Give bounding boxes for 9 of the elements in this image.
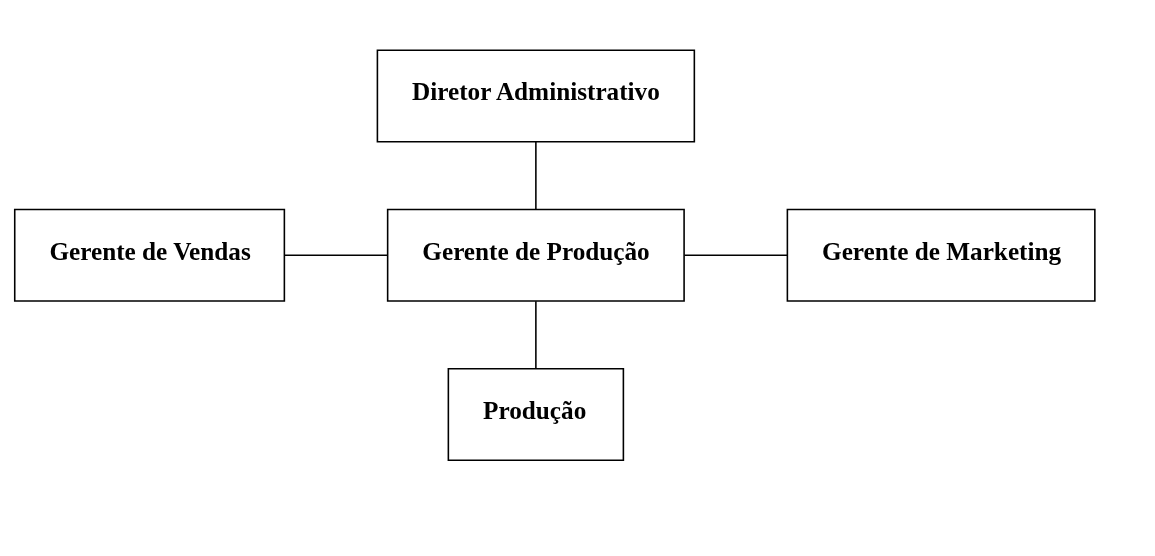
node-box: Diretor Administrativo	[376, 49, 696, 143]
connector	[283, 254, 388, 257]
connector	[535, 141, 537, 211]
connector	[683, 254, 788, 257]
node-box: Gerente de Vendas	[13, 208, 286, 302]
node-box: Produção	[447, 368, 625, 462]
node-box: Gerente de Marketing	[786, 208, 1096, 302]
connector	[535, 300, 537, 370]
node-box: Gerente de Produção	[386, 208, 685, 302]
